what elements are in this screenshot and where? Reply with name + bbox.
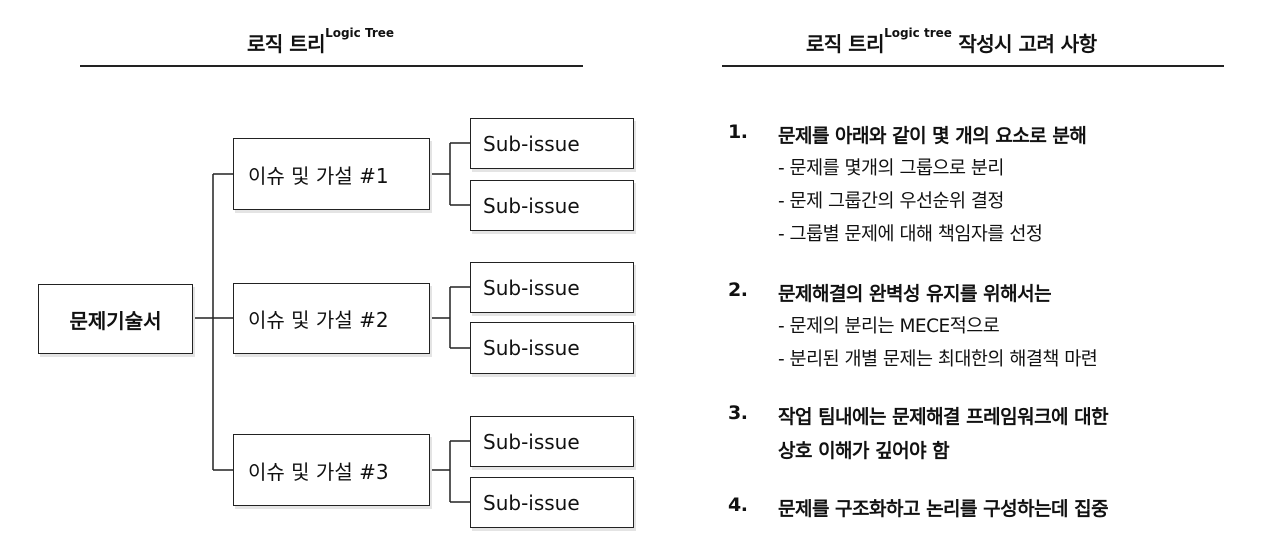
sub-issue-box: Sub-issue <box>470 416 634 467</box>
logic-tree-title: 로직 트리Logic Tree <box>247 26 395 57</box>
sub-issue-box: Sub-issue <box>470 322 634 374</box>
title-superscript: Logic Tree <box>325 26 395 40</box>
connector-subs-3 <box>430 440 470 503</box>
title-superscript: Logic tree <box>884 26 952 40</box>
connector-subs-1 <box>430 142 470 206</box>
item-subpoint: - 문제의 분리는 MECE적으로 <box>778 316 1000 337</box>
left-divider <box>80 65 583 67</box>
title-text-post: 작성시 고려 사항 <box>958 32 1097 56</box>
issue-box-2: 이슈 및 가설 #2 <box>233 283 430 354</box>
item-heading: 문제를 구조화하고 논리를 구성하는데 집중 <box>778 498 1109 520</box>
sub-issue-box: Sub-issue <box>470 180 634 231</box>
sub-issue-box: Sub-issue <box>470 477 634 528</box>
sub-issue-box: Sub-issue <box>470 118 634 169</box>
title-text: 로직 트리 <box>806 32 885 56</box>
item-subpoint: - 분리된 개별 문제는 최대한의 해결책 마련 <box>778 349 1098 370</box>
connector-subs-2 <box>430 286 470 349</box>
issue-box-1: 이슈 및 가설 #1 <box>233 138 430 210</box>
root-box: 문제기술서 <box>38 284 193 354</box>
item-number: 4. <box>728 494 748 516</box>
item-subpoint: - 그룹별 문제에 대해 책임자를 선정 <box>778 224 1043 245</box>
right-divider <box>722 65 1224 67</box>
item-heading: 문제해결의 완벽성 유지를 위해서는 <box>778 283 1052 305</box>
item-subpoint: - 문제 그룹간의 우선순위 결정 <box>778 191 1004 212</box>
item-heading: 작업 팀내에는 문제해결 프레임워크에 대한 <box>778 406 1109 428</box>
item-number: 1. <box>728 121 748 143</box>
issue-box-3: 이슈 및 가설 #3 <box>233 434 430 506</box>
item-heading: 문제를 아래와 같이 몇 개의 요소로 분해 <box>778 125 1087 147</box>
sub-issue-box: Sub-issue <box>470 262 634 313</box>
title-text: 로직 트리 <box>247 32 326 56</box>
item-heading-cont: 상호 이해가 깊어야 함 <box>778 440 950 462</box>
item-number: 3. <box>728 402 748 424</box>
item-subpoint: - 문제를 몇개의 그룹으로 분리 <box>778 158 1004 179</box>
item-number: 2. <box>728 279 748 301</box>
considerations-title: 로직 트리Logic tree 작성시 고려 사항 <box>806 26 1097 57</box>
